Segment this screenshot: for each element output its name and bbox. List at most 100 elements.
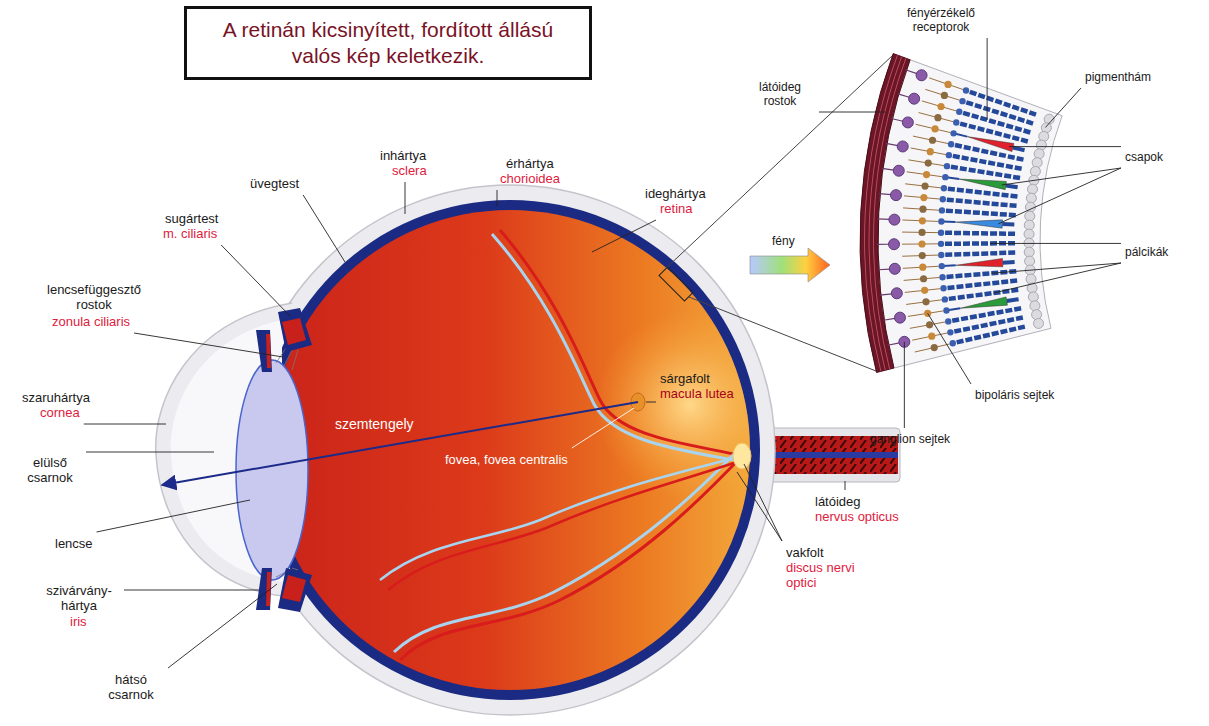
pigment-cell bbox=[1032, 310, 1042, 320]
illustration-part bbox=[689, 297, 876, 371]
bipolar-cell bbox=[920, 275, 927, 282]
ganglion-cell bbox=[889, 263, 900, 274]
pigment-cell bbox=[1025, 256, 1035, 266]
ganglion-cell bbox=[889, 214, 900, 225]
cone-outer bbox=[1002, 222, 1014, 226]
part-label: szivárvány- hártya bbox=[38, 583, 120, 613]
retina-cell bbox=[891, 117, 1044, 159]
leader-line bbox=[990, 243, 1121, 244]
rod-cell bbox=[963, 113, 1030, 133]
retina-cell bbox=[879, 190, 1035, 212]
ganglion-axon bbox=[877, 244, 889, 245]
leader-line bbox=[303, 195, 345, 262]
ganglion-axon bbox=[879, 194, 891, 195]
bipolar-cell bbox=[931, 344, 938, 351]
part-label: retina bbox=[660, 201, 693, 216]
ganglion-axon bbox=[888, 343, 900, 345]
rod-cell bbox=[970, 92, 1036, 115]
bipolar-cell bbox=[937, 103, 944, 110]
ganglion-axon bbox=[905, 70, 916, 74]
retina-cell bbox=[910, 301, 1040, 329]
fibre-stripe bbox=[873, 58, 906, 369]
retina-cell bbox=[906, 283, 1037, 305]
ganglion-cell bbox=[897, 141, 908, 152]
light-arrow bbox=[750, 248, 830, 282]
pigment-cell bbox=[1024, 247, 1034, 257]
ganglion-axon bbox=[877, 218, 889, 220]
ganglion-cell bbox=[916, 70, 927, 81]
retina-section bbox=[878, 60, 1062, 368]
leader-line bbox=[991, 263, 1121, 273]
pigment-cell bbox=[1032, 158, 1042, 168]
part-label: cornea bbox=[40, 405, 80, 420]
rod-cell bbox=[946, 211, 1016, 216]
leader-line bbox=[497, 190, 498, 206]
bipolar-axon bbox=[919, 113, 954, 122]
illustration-part bbox=[256, 330, 272, 372]
receptor-nucleus bbox=[938, 241, 944, 247]
illustration-part bbox=[282, 200, 760, 700]
illustration-part bbox=[162, 402, 638, 485]
bipolar-axon bbox=[925, 89, 959, 100]
leader-line bbox=[84, 424, 166, 425]
part-label: pigmenthám bbox=[1085, 70, 1151, 84]
leader-line bbox=[737, 472, 782, 541]
receptor-nucleus bbox=[939, 207, 945, 213]
illustration-part bbox=[733, 443, 751, 469]
ganglion-cell bbox=[890, 190, 901, 201]
part-label: lencse bbox=[55, 536, 93, 551]
retina-cell bbox=[880, 274, 1036, 299]
leader-line bbox=[124, 590, 259, 591]
illustration-part bbox=[266, 334, 271, 368]
receptor-nucleus bbox=[950, 340, 956, 346]
ganglion-axon bbox=[878, 268, 890, 270]
receptor-nucleus bbox=[944, 163, 950, 169]
part-label: iris bbox=[70, 614, 87, 629]
illustration-part bbox=[278, 308, 312, 352]
bipolar-cell bbox=[919, 264, 926, 271]
ganglion-cell bbox=[893, 165, 904, 176]
leader-line bbox=[168, 584, 277, 668]
retina-cell bbox=[898, 93, 1049, 141]
bipolar-axon bbox=[910, 322, 945, 328]
cone-cell bbox=[955, 220, 1002, 228]
cone-outer bbox=[1003, 260, 1015, 265]
receptor-nucleus bbox=[947, 329, 953, 335]
cone-cell bbox=[956, 258, 1003, 266]
pigment-cell bbox=[1028, 292, 1038, 302]
bipolar-axon bbox=[929, 78, 963, 90]
leader-line bbox=[1045, 88, 1081, 127]
ganglion-axon bbox=[882, 168, 894, 170]
bipolar-axon bbox=[911, 148, 946, 155]
part-label: vakfolt bbox=[786, 545, 824, 560]
bipolar-cell bbox=[944, 81, 951, 88]
bipolar-cell bbox=[926, 321, 933, 328]
cone-cell bbox=[959, 179, 1006, 190]
leader-line bbox=[928, 313, 971, 384]
rod-cell bbox=[948, 281, 1018, 288]
receptor-nucleus bbox=[945, 318, 951, 324]
part-label: m. ciliaris bbox=[163, 226, 217, 241]
retina-cell bbox=[925, 89, 1051, 132]
illustration-part bbox=[278, 568, 312, 612]
receptor-nucleus bbox=[939, 263, 945, 269]
illustration-part bbox=[256, 568, 272, 610]
retina-cell bbox=[888, 310, 1042, 348]
receptor-nucleus bbox=[940, 196, 946, 202]
leader-line bbox=[86, 452, 214, 453]
rod-cell bbox=[947, 200, 1017, 206]
part-label: fovea, fovea centralis bbox=[445, 452, 568, 467]
bipolar-cell bbox=[920, 194, 927, 201]
leader-line bbox=[904, 342, 905, 428]
pigment-cell bbox=[1030, 166, 1040, 176]
part-label: discus nervi optici bbox=[786, 560, 864, 590]
cone-outer bbox=[1013, 148, 1025, 151]
leader-line bbox=[998, 168, 1121, 224]
cone-outer bbox=[1007, 299, 1019, 301]
rod-cell bbox=[960, 124, 1028, 142]
part-label: szemtengely bbox=[335, 416, 414, 432]
ganglion-axon bbox=[880, 294, 892, 295]
retina-cell bbox=[905, 70, 1054, 124]
illustration-part bbox=[394, 452, 736, 652]
